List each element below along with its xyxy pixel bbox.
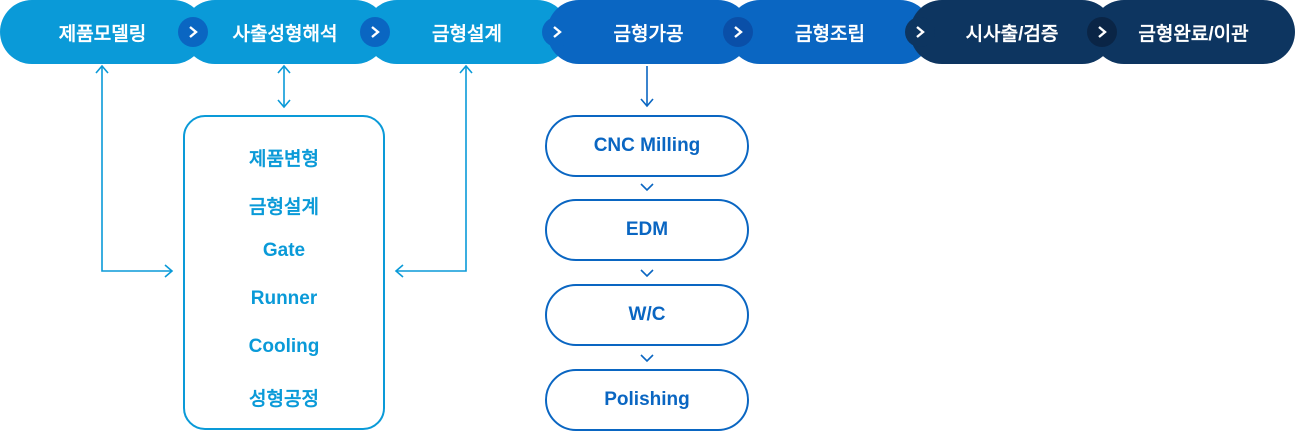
- machining-step-label: EDM: [625, 219, 669, 240]
- machining-step-label: W/C: [628, 304, 666, 325]
- arrow-up-icon: [459, 64, 473, 74]
- step-mold-design[interactable]: 금형설계: [365, 0, 569, 64]
- step-mold-assembly[interactable]: 금형조립: [728, 0, 932, 64]
- machining-step-wc: W/C: [545, 284, 749, 346]
- step-label: 제품모델링: [58, 23, 147, 45]
- arrow-right-icon: [164, 264, 174, 278]
- machining-step-cnc: CNC Milling: [545, 115, 749, 177]
- chevron-right-icon: [905, 17, 935, 47]
- chevron-down-icon: [640, 183, 654, 192]
- arrow-down-icon: [640, 98, 654, 108]
- arrow-left-icon: [394, 264, 404, 278]
- step-label: 금형완료/이관: [1138, 23, 1249, 45]
- machining-step-label: CNC Milling: [593, 135, 701, 156]
- machining-step-edm: EDM: [545, 199, 749, 261]
- sim-item: Runner: [250, 288, 318, 309]
- chevron-right-icon: [1087, 17, 1117, 47]
- machining-step-polishing: Polishing: [545, 369, 749, 431]
- machining-step-label: Polishing: [604, 389, 690, 410]
- chevron-down-icon: [640, 269, 654, 278]
- step-label: 금형조립: [795, 23, 865, 45]
- step-label: 시사출/검증: [965, 23, 1059, 45]
- step-label: 금형설계: [432, 23, 502, 45]
- chevron-right-icon: [360, 17, 390, 47]
- sim-item: Gate: [262, 240, 306, 261]
- step-mold-machining[interactable]: 금형가공: [547, 0, 750, 64]
- sim-item: Cooling: [248, 336, 320, 357]
- step-label: 사출성형해석: [232, 23, 338, 45]
- chevron-right-icon: [178, 17, 208, 47]
- sim-item: 제품변형: [249, 149, 319, 170]
- sim-item: 성형공정: [249, 389, 319, 410]
- chevron-right-icon: [542, 17, 572, 47]
- connector-design-to-box: [396, 66, 467, 272]
- simulation-box: 제품변형 금형설계 Gate Runner Cooling 성형공정: [183, 115, 385, 430]
- step-trial-injection[interactable]: 시사출/검증: [910, 0, 1114, 64]
- step-label: 금형가공: [613, 23, 684, 45]
- arrow-up-icon: [277, 64, 291, 74]
- chevron-right-icon: [723, 17, 753, 47]
- process-steps: 제품모델링 사출성형해석 금형설계 금형가공 금형조립 시사출/검증 금형완료/…: [0, 0, 1295, 64]
- step-mold-completion[interactable]: 금형완료/이관: [1092, 0, 1295, 64]
- chevron-down-icon: [640, 354, 654, 363]
- step-injection-analysis[interactable]: 사출성형해석: [183, 0, 387, 64]
- step-product-modeling[interactable]: 제품모델링: [0, 0, 205, 64]
- arrow-up-icon: [95, 64, 109, 74]
- arrow-down-icon: [277, 99, 291, 109]
- connector-modeling-to-box: [101, 66, 172, 272]
- sim-item: 금형설계: [249, 197, 319, 218]
